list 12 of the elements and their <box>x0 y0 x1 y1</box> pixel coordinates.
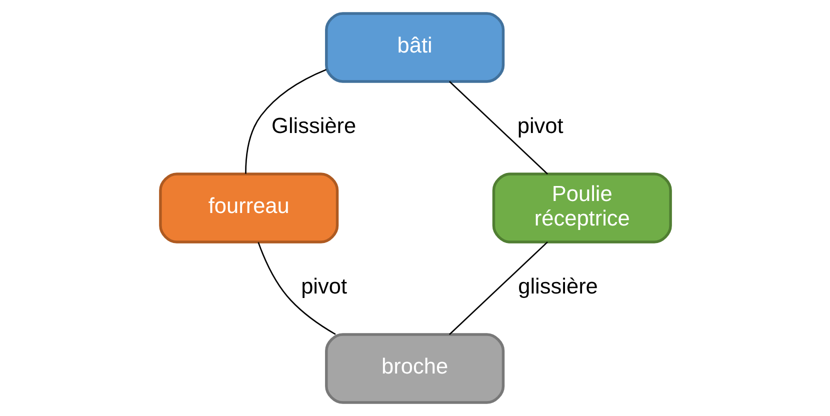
connector <box>448 242 548 335</box>
node-box: bâti <box>324 12 504 83</box>
edge-label: pivot <box>300 273 347 298</box>
edge-label: pivot <box>516 112 563 138</box>
connector <box>257 242 336 335</box>
edge-label: Glissière <box>271 112 356 138</box>
node-box: Poulie réceptrice <box>492 172 672 244</box>
node-box: broche <box>324 333 504 404</box>
connector <box>244 68 326 174</box>
node-box: fourreau <box>158 172 338 244</box>
connector <box>448 81 548 174</box>
edge-label: glissière <box>518 273 598 298</box>
